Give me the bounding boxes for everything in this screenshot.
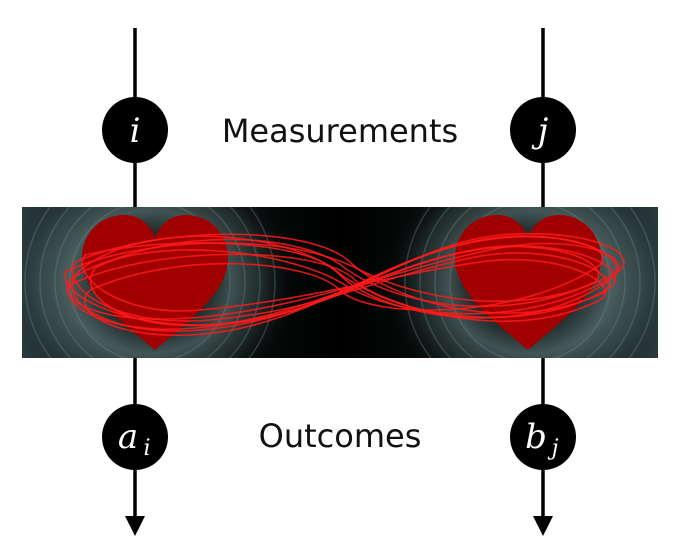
entanglement-loops xyxy=(64,232,625,336)
measurements-label: Measurements xyxy=(222,112,458,150)
left-outcome-node: a i xyxy=(102,404,168,470)
left-measurement-symbol: i xyxy=(130,111,141,151)
left-measurement-node: i xyxy=(102,97,168,163)
left-outcome-subscript: i xyxy=(143,436,150,461)
right-outcome-node: b j xyxy=(510,404,576,470)
right-heart-icon xyxy=(455,215,601,350)
left-arrow-down-icon xyxy=(125,516,145,536)
left-outcome-symbol: a xyxy=(118,417,138,457)
right-outcome-symbol: b xyxy=(525,417,547,457)
right-measurement-node: j xyxy=(510,97,576,163)
entanglement-band xyxy=(22,207,658,358)
outcomes-label: Outcomes xyxy=(259,417,422,455)
right-arrow-down-icon xyxy=(533,516,553,536)
